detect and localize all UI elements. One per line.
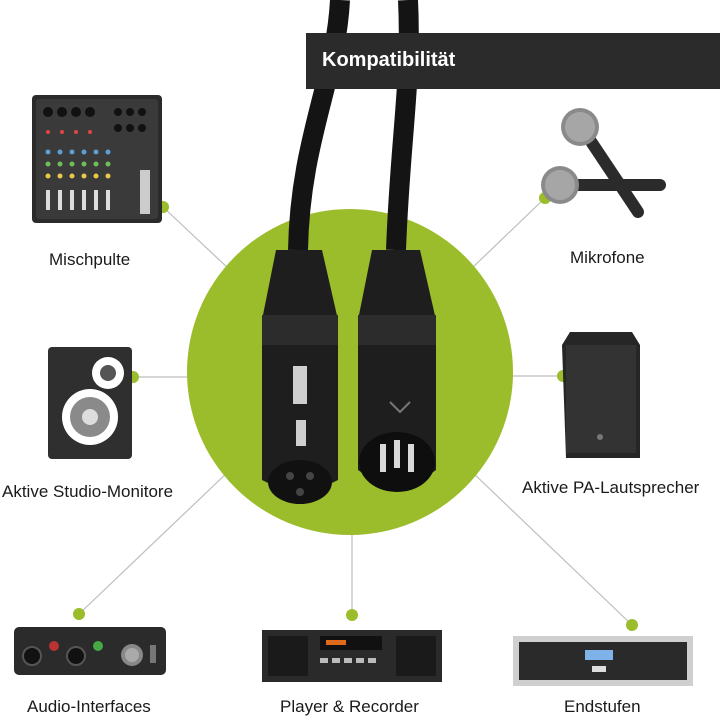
center-circle	[187, 209, 513, 535]
label-player-recorder: Player & Recorder	[280, 697, 419, 716]
audio-interface-icon	[14, 627, 166, 675]
amplifier-icon	[513, 636, 693, 686]
connector-lines	[78, 197, 633, 626]
xlr-cable	[262, 0, 436, 504]
label-audio-interface: Audio-Interfaces	[27, 697, 151, 716]
label-amplifier: Endstufen	[564, 697, 641, 716]
player-recorder-icon	[262, 630, 442, 682]
mixer-icon	[32, 95, 162, 223]
banner-title: Kompatibilität	[322, 49, 456, 71]
label-microphone: Mikrofone	[570, 248, 645, 267]
microphone-icon	[541, 108, 666, 218]
studio-monitor-icon	[48, 347, 132, 459]
pa-speaker-icon	[562, 332, 640, 458]
label-studio-monitor: Aktive Studio-Monitore	[2, 482, 174, 501]
label-pa-speaker: Aktive PA-Lautsprecher	[522, 478, 700, 497]
label-mixer: Mischpulte	[49, 250, 131, 269]
title-banner: Kompatibilität	[306, 33, 720, 89]
